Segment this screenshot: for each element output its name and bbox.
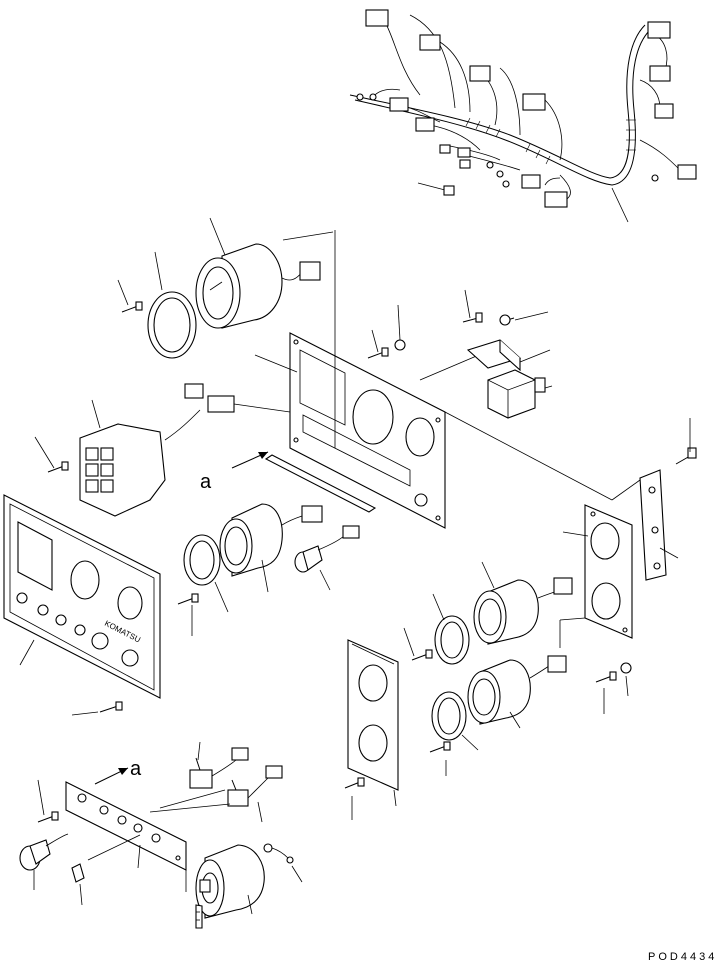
- wiring-harness: [349, 9, 697, 223]
- mounting-bracket: [466, 339, 522, 372]
- reference-label-a-upper: a: [200, 471, 212, 493]
- toggle-switch-lower: [227, 765, 283, 807]
- center-gauge-bezel: [183, 534, 221, 586]
- drawing-code: POD4434: [648, 951, 717, 963]
- right-gauge-upper: [473, 577, 573, 645]
- bolt: [675, 447, 697, 465]
- bolt: [47, 461, 69, 473]
- washer: [620, 662, 632, 674]
- bolt: [429, 741, 451, 753]
- key-switch: [195, 844, 265, 929]
- pilot-lamp: [71, 863, 85, 883]
- bolt: [344, 777, 365, 789]
- bolt: [367, 347, 389, 359]
- main-instrument-plate: [254, 332, 446, 529]
- right-gauge-plate: [584, 504, 633, 639]
- bolt: [411, 649, 433, 661]
- terminal-wire: [263, 843, 294, 864]
- toggle-switch-upper: [189, 747, 249, 789]
- bolt: [37, 811, 59, 823]
- side-bracket: [639, 469, 667, 581]
- center-gauge: [219, 503, 323, 577]
- switch-plate: [65, 781, 187, 871]
- reference-arrow-lower: a: [94, 758, 142, 785]
- right-gauge-lower-bezel: [431, 691, 467, 741]
- right-gauge-upper-bezel: [434, 615, 470, 665]
- trim-strip: [264, 454, 377, 513]
- right-gauge-lower: [467, 655, 567, 725]
- spacer-plate: [347, 639, 399, 791]
- screw: [499, 314, 515, 326]
- relay: [487, 369, 546, 419]
- reference-arrow-upper: a: [200, 451, 269, 493]
- washer: [394, 339, 406, 351]
- bolt: [121, 301, 143, 313]
- bolt: [177, 593, 199, 605]
- reference-label-a-lower: a: [130, 758, 142, 780]
- warning-lamp-cluster: [79, 383, 291, 517]
- bolt: [99, 701, 123, 713]
- bolt: [462, 312, 483, 323]
- gauge-bezel-ring: [147, 291, 197, 359]
- bolt: [595, 671, 617, 683]
- indicator-lamp: [19, 833, 69, 871]
- tachometer-gauge: [195, 243, 321, 329]
- front-panel-cover: KOMATSU: [3, 494, 161, 699]
- sender-unit: [294, 525, 360, 573]
